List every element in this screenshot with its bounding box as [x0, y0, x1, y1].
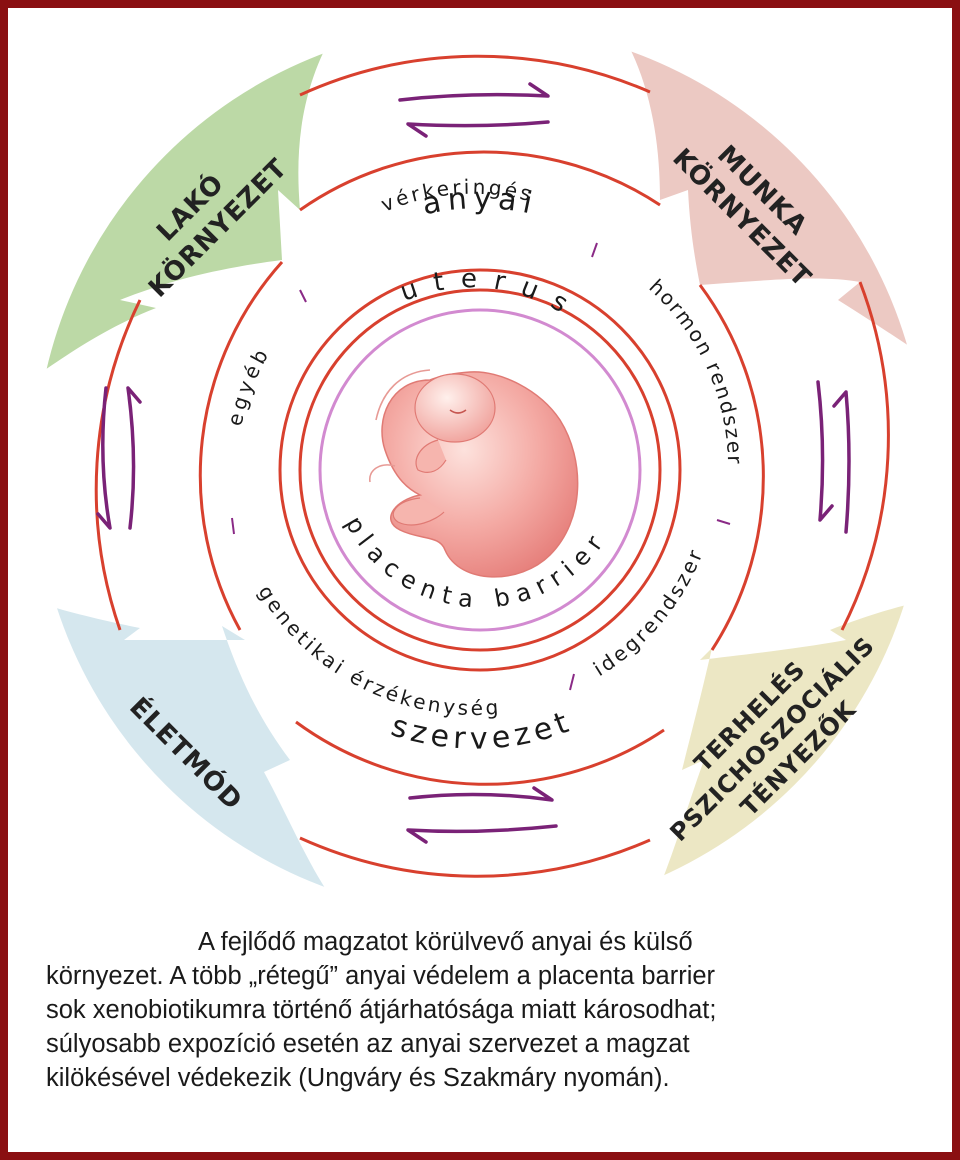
exchange-arrows-icon — [96, 82, 851, 844]
caption-line: súlyosabb expozíció esetén az anyai szer… — [46, 1030, 690, 1058]
inner-red-ring — [298, 288, 662, 652]
caption-line: kilökésével védekezik (Ungváry és Szakmá… — [46, 1064, 670, 1092]
maternal-label-top: anyai — [420, 181, 541, 222]
sector-tick-bottom — [569, 673, 575, 691]
outer-ring-top-arc — [299, 54, 651, 97]
middle-ring-top-arc — [299, 150, 661, 212]
outer-ring-right-arc — [840, 281, 890, 631]
sector-tick-top-right — [591, 242, 598, 258]
sector-tick-right — [716, 519, 731, 525]
outer-ring-left-arc — [94, 299, 142, 631]
sector-tick-left — [231, 517, 235, 535]
sector-nervous: idegrendszer — [589, 544, 708, 681]
environment-diagram: LAKÓ KÖRNYEZET MUNKA KÖRNYEZET ÉLETMÓD T… — [35, 30, 925, 910]
outer-ring-bottom-arc — [299, 836, 651, 878]
middle-ring-left-arc — [198, 260, 284, 631]
sector-other: egyéb — [222, 342, 274, 428]
uterus-label: uterus — [397, 264, 587, 327]
sector-tick-top-left — [299, 289, 307, 303]
caption-line: sok xenobiotikumra történő átjárhatósága… — [46, 996, 717, 1024]
sector-hormone: hormon rendszer — [645, 274, 748, 466]
caption-line: környezet. A több „rétegű” anyai védelem… — [46, 962, 716, 990]
fetus-icon — [369, 369, 579, 578]
placenta-ring — [318, 308, 642, 632]
middle-ring-bottom-arc — [295, 720, 665, 786]
uterus-ring — [278, 268, 682, 672]
corner-label-bottom-right: TERHELÉS PSZICHOSZOCIÁLIS TÉNYEZŐK — [641, 601, 909, 869]
middle-ring-right-arc — [698, 284, 765, 651]
figure-caption: A fejlődő magzatot körülvevő anyai és kü… — [46, 925, 916, 1095]
caption-line: A fejlődő magzatot körülvevő anyai és kü… — [198, 928, 693, 956]
